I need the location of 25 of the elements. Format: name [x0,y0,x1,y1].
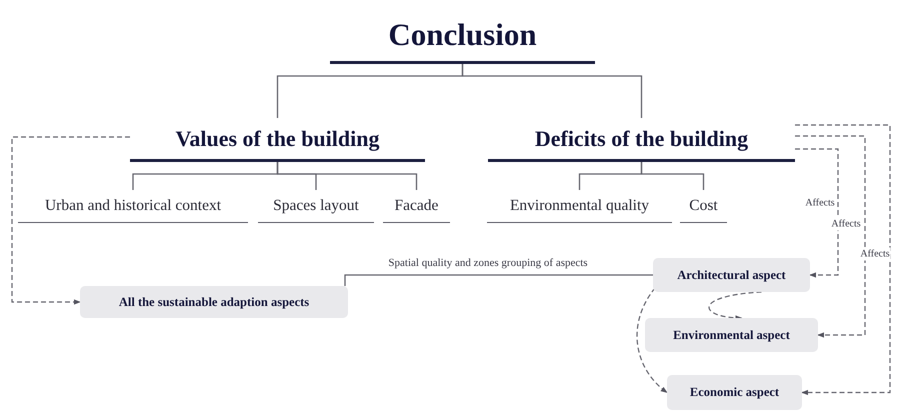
edge-label: Affects [859,248,891,260]
arrow [636,288,668,394]
aspect-box: Environmental aspect [645,318,818,352]
connector-line [276,162,418,190]
section-heading: Deficits of the building [488,118,795,162]
edge-label: Affects [830,218,862,230]
item-label: Urban and historical context [18,190,248,223]
item-label: Cost [680,190,727,223]
connector-line [344,274,653,286]
arrow [11,136,130,305]
connector-line [640,162,704,190]
aspect-box: All the sustainable adaption aspects [80,286,348,318]
connector-line [462,64,642,118]
aspect-box: Economic aspect [667,375,802,410]
section-heading: Values of the building [130,118,425,162]
arrow [795,124,891,396]
arrow [708,291,762,320]
edge-label: Spatial quality and zones grouping of aspects [387,256,589,270]
aspect-box: Architectural aspect [653,258,810,292]
arrow [795,135,866,338]
main-heading: Conclusion [330,8,595,64]
item-label: Spaces layout [258,190,374,223]
item-label: Environmental quality [487,190,672,223]
arrow [795,148,839,278]
item-label: Facade [383,190,450,223]
